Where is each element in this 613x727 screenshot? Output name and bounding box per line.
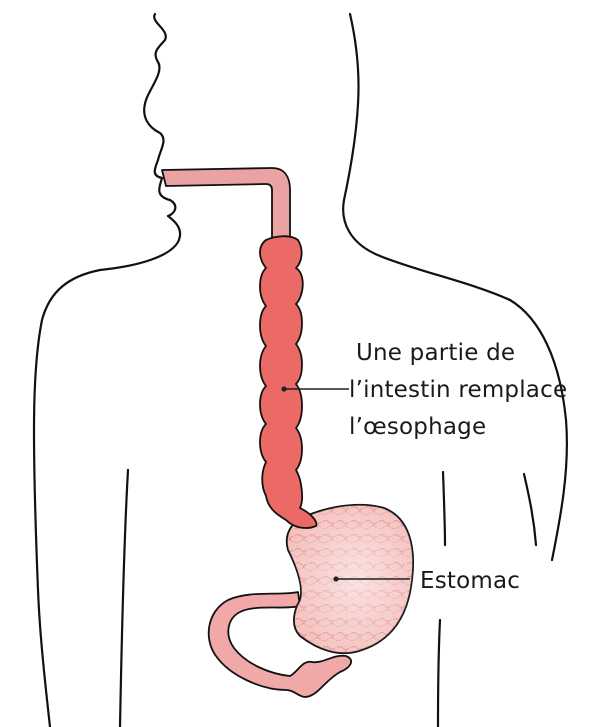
- graft-label-line1: Une partie de: [356, 340, 515, 366]
- right-arm-edge: [524, 474, 536, 545]
- right-arm-inner: [443, 472, 445, 545]
- right-waist: [438, 620, 440, 727]
- graft-leader-dot: [281, 386, 286, 391]
- head-back: [343, 14, 510, 300]
- neck-front: [34, 216, 180, 727]
- graft-label-line3: l’œsophage: [349, 414, 486, 440]
- stomach-leader-dot: [333, 576, 338, 581]
- graft-label-line2: l’intestin remplace: [349, 377, 567, 403]
- left-arm-inner: [120, 470, 128, 727]
- stomach-label: Estomac: [420, 568, 520, 594]
- intestine-graft: [260, 236, 316, 528]
- right-arm: [510, 300, 567, 560]
- esophagus-upper: [162, 168, 290, 240]
